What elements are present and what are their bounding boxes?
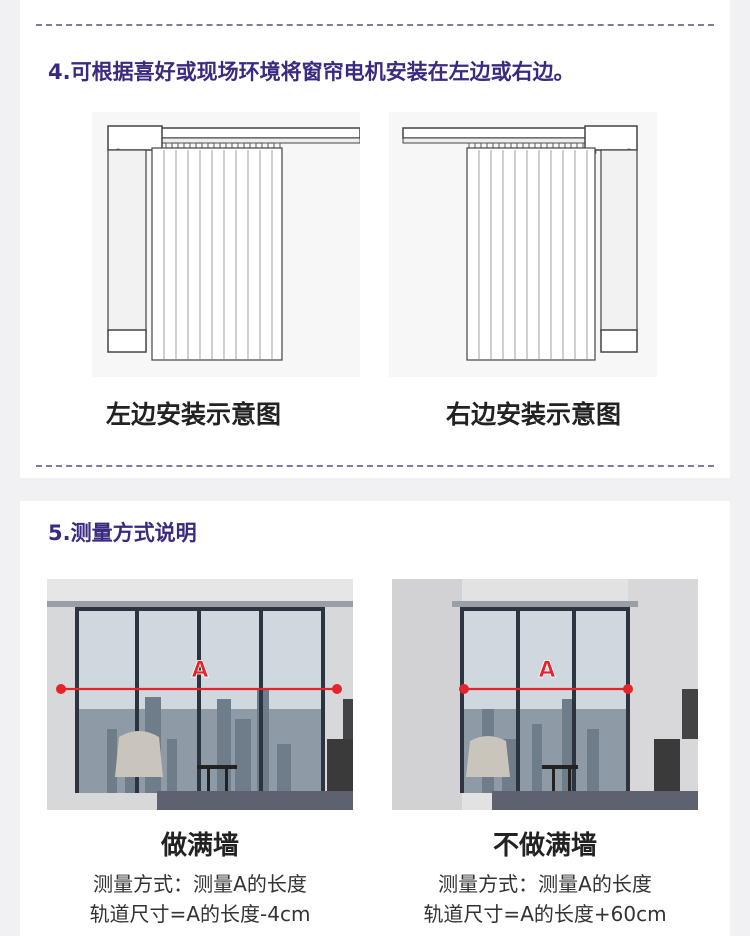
photo-full-wall: A [47, 579, 353, 810]
option-title-partial-wall: 不做满墙 [492, 831, 597, 861]
measure-label-a-2: A [538, 658, 555, 683]
left-install-caption: 左边安装示意图 [106, 400, 282, 429]
right-install-diagram [389, 112, 657, 377]
left-install-diagram [92, 112, 361, 377]
option-partial-wall-method: 测量方式：测量A的长度 [438, 872, 652, 896]
measure-heading: 5.测量方式说明 [48, 521, 197, 545]
option-title-full-wall: 做满墙 [160, 831, 239, 861]
install-heading: 4.可根据喜好或现场环境将窗帘电机安装在左边或右边。 [48, 60, 575, 84]
right-install-caption: 右边安装示意图 [446, 400, 622, 429]
dashed-divider-bottom [36, 465, 714, 467]
measure-label-a: A [191, 658, 208, 683]
room-photo-partial-wall: A [392, 579, 698, 810]
photo-partial-wall: A [392, 579, 698, 810]
option-full-wall-size: 轨道尺寸=A的长度-4cm [89, 902, 311, 926]
curtain-motor-right-diagram [389, 112, 657, 377]
option-partial-wall-size: 轨道尺寸=A的长度+60cm [423, 902, 667, 926]
dashed-divider-top [36, 24, 714, 26]
room-photo-full-wall: A [47, 579, 353, 810]
option-full-wall-method: 测量方式：测量A的长度 [93, 872, 307, 896]
curtain-motor-left-diagram [92, 112, 361, 377]
